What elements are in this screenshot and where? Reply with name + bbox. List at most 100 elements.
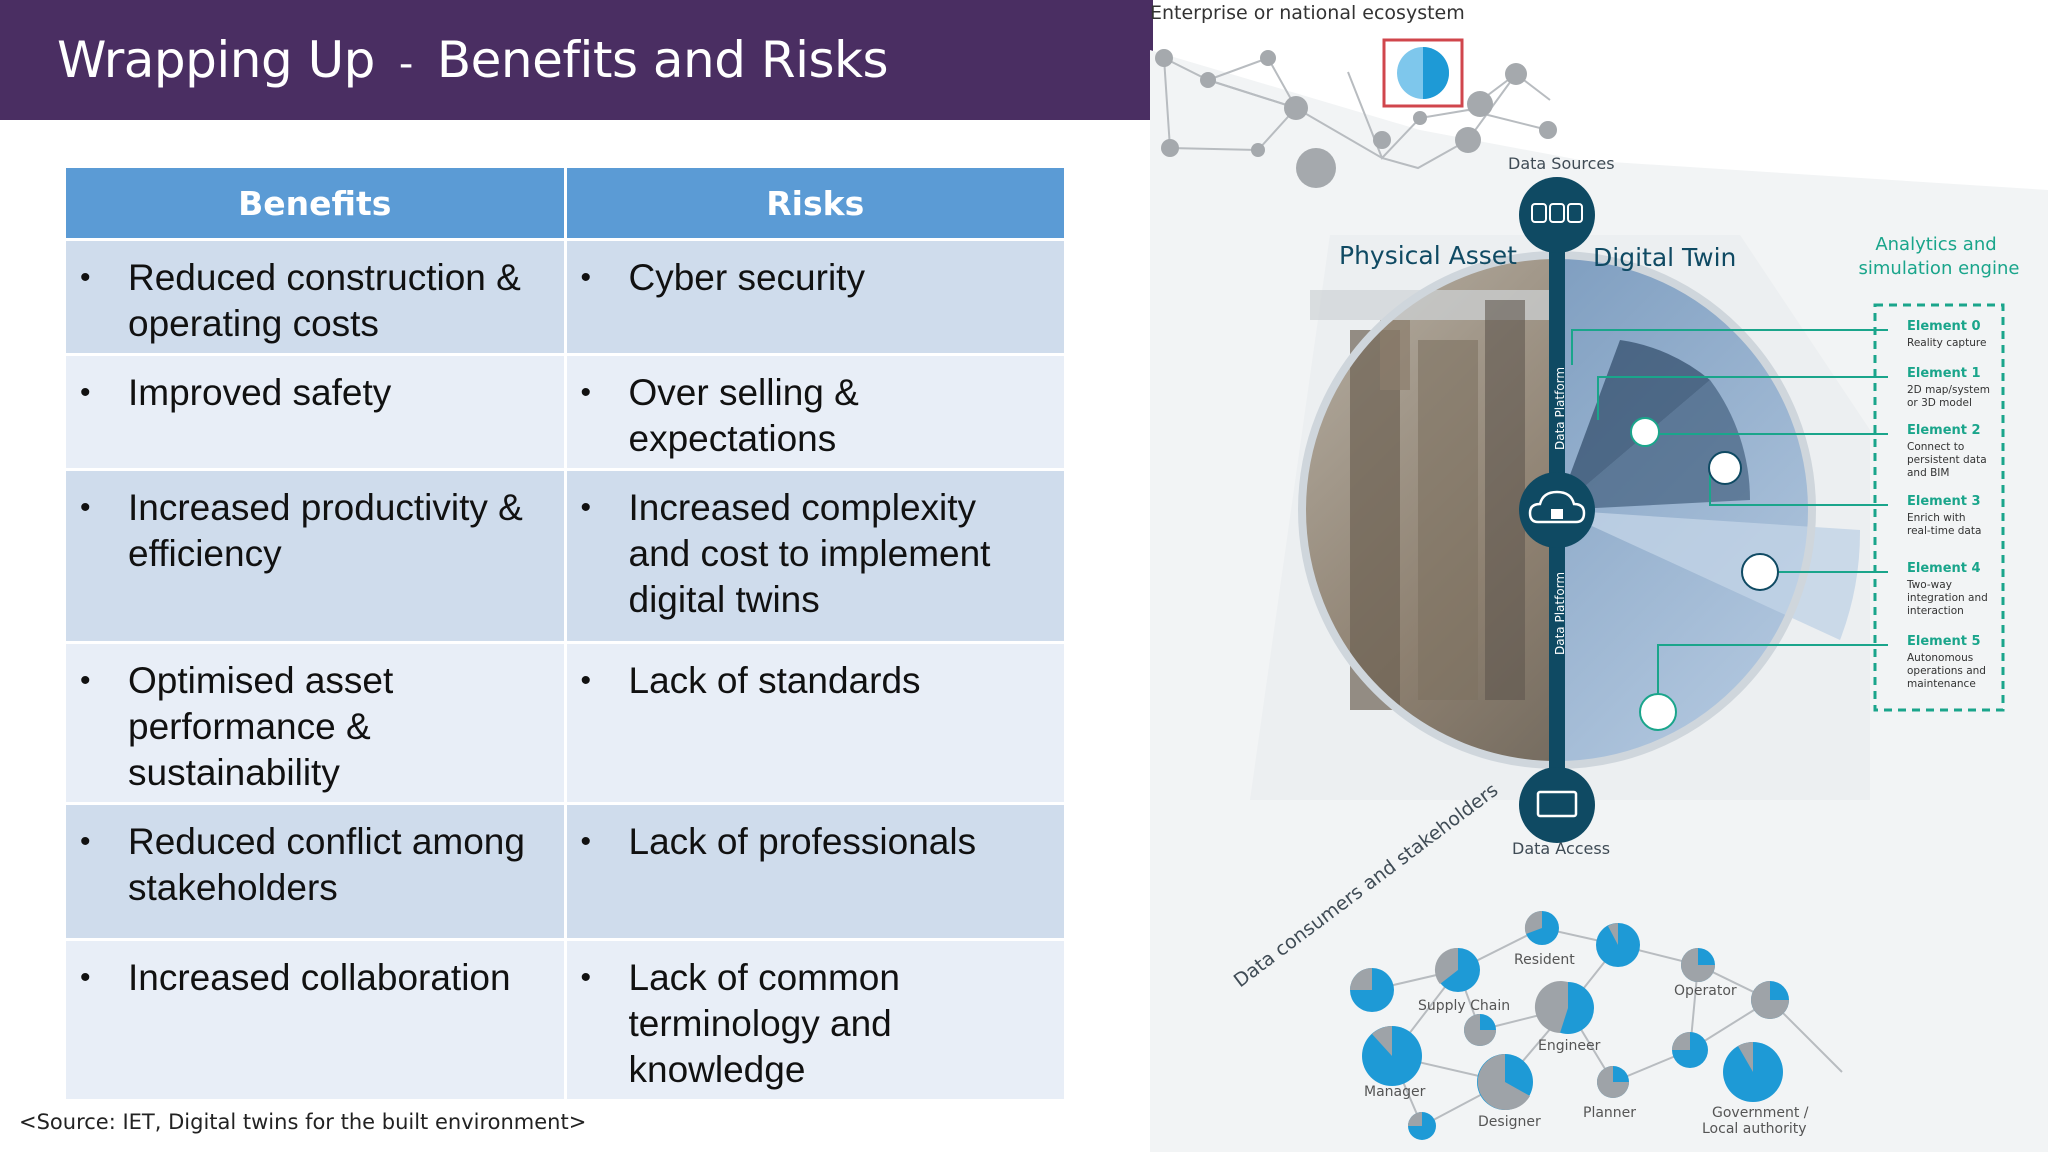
ecosystem-nodes [1155,49,1557,188]
benefit-text: Optimised asset performance & sustainabi… [128,660,394,793]
analytics-label-line1: Analytics and [1875,234,1996,255]
table-row: •Improved safety • Over selling & expecta… [66,356,1064,468]
bullet: • [580,825,592,858]
bullet: • [580,664,592,697]
benefit-cell: •Reduced construction & operating costs [66,241,564,353]
stakeholder-engineer: Engineer [1538,1038,1601,1054]
element-title: Element 4 [1907,561,1981,576]
stakeholder-manager: Manager [1364,1084,1426,1100]
stakeholder-resident: Resident [1514,952,1575,968]
risk-text: Lack of standards [628,660,921,701]
bullet: • [80,491,91,524]
element-2-icon [1630,417,1660,447]
risk-text: Over selling & expectations [628,372,859,459]
data-sources-node [1519,177,1595,253]
element-description: Enrich with [1907,512,1966,524]
table-row: •Reduced construction & operating costs … [66,241,1064,353]
benefits-risks-table: Benefits Risks •Reduced construction & o… [63,165,1067,1102]
stakeholder-government: Government / [1712,1105,1809,1121]
bullet: • [80,261,91,294]
benefit-cell: • Optimised asset performance & sustainab… [66,644,564,802]
analytics-label-line2: simulation engine [1859,258,2020,279]
slide-title: Wrapping Up-Benefits and Risks [57,31,889,89]
highlight-node-slice [1423,47,1449,99]
ecosystem-label: Enterprise or national ecosystem [1150,2,1465,24]
benefit-cell: • Increased collaboration [66,941,564,1099]
stakeholder-local-authority: Local authority [1702,1121,1807,1137]
element-description: integration and [1907,592,1988,604]
highlight-box [1382,38,1464,108]
element-5-icon [1639,693,1677,731]
element-description: persistent data [1907,454,1987,466]
element-icons [1630,417,1779,731]
element-description: operations and [1907,665,1986,677]
column-header-risks: Risks [566,168,1064,238]
element-title: Element 3 [1907,494,1981,509]
risk-text: Increased complexity and cost to impleme… [628,487,991,620]
benefit-cell: •Improved safety [66,356,564,468]
benefit-cell: • Reduced conflict among stakeholders [66,805,564,938]
stakeholder-supply-chain: Supply Chain [1418,998,1510,1014]
stakeholder-planner: Planner [1583,1105,1636,1121]
table-row: • Reduced conflict among stakeholders • La… [66,805,1064,938]
bullet: • [580,961,592,994]
title-bar: Wrapping Up-Benefits and Risks [0,0,1153,120]
risk-cell: • Lack of professionals [566,805,1064,938]
data-sources-label: Data Sources [1508,154,1615,173]
element-title: Element 1 [1907,366,1981,381]
diagram-svg: Enterprise or national ecosystem Data So… [1150,2,2048,1152]
element-description: or 3D model [1907,397,1972,409]
stakeholder-operator: Operator [1674,983,1737,999]
server-icon [1531,203,1583,223]
element-description: real-time data [1907,525,1981,537]
benefit-text: Increased collaboration [128,957,511,998]
benefit-cell: • Increased productivity & efficiency [66,471,564,641]
element-title: Element 2 [1907,423,1981,438]
table-row: • Increased collaboration • Lack of common… [66,941,1064,1099]
risk-cell: •Cyber security [566,241,1064,353]
element-3-icon [1708,451,1742,485]
bullet: • [80,825,91,858]
element-description: maintenance [1907,678,1976,690]
benefit-text: Reduced conflict among stakeholders [128,821,525,908]
data-access-node [1519,767,1595,843]
element-title: Element 5 [1907,634,1981,649]
element-description: Reality capture [1907,337,1986,349]
risk-text: Cyber security [628,257,865,298]
lock-body [1551,509,1563,519]
data-access-label: Data Access [1512,839,1610,858]
risk-cell: • Increased complexity and cost to implem… [566,471,1064,641]
risk-text: Lack of common terminology and knowledge [628,957,900,1090]
bullet: • [80,664,91,697]
bullet: • [80,961,91,994]
bullet: • [580,376,592,409]
element-description: and BIM [1907,467,1949,479]
stakeholder-labels: Resident Supply Chain Operator Engineer … [1364,952,1809,1137]
table-row: • Increased productivity & efficiency • In… [66,471,1064,641]
data-platform-label-bottom: Data Platform [1553,572,1567,655]
table-row: • Optimised asset performance & sustainab… [66,644,1064,802]
risk-cell: • Lack of standards [566,644,1064,802]
title-separator: - [398,41,413,87]
benefit-text: Increased productivity & efficiency [128,487,523,574]
element-description: Autonomous [1907,652,1973,664]
element-4-icon [1741,553,1779,591]
element-description: interaction [1907,605,1964,617]
element-description: Connect to [1907,441,1964,453]
elements-panel [1873,303,2005,712]
physical-asset-photo [1302,255,1557,765]
bullet: • [80,376,91,409]
cloud-lock-icon [1528,490,1586,524]
stakeholder-designer: Designer [1478,1114,1541,1130]
data-platform-label-top: Data Platform [1553,367,1567,450]
element-connectors [1571,329,1888,710]
digital-twin-label: Digital Twin [1593,243,1736,272]
bullet: • [580,491,592,524]
digital-twin-diagram: Enterprise or national ecosystem Data So… [1150,0,2048,1152]
physical-asset-label: Physical Asset [1339,241,1517,270]
risk-cell: • Lack of common terminology and knowledg… [566,941,1064,1099]
element-description: 2D map/system [1907,384,1990,396]
element-title: Element 0 [1907,319,1981,334]
risk-text: Lack of professionals [628,821,977,862]
